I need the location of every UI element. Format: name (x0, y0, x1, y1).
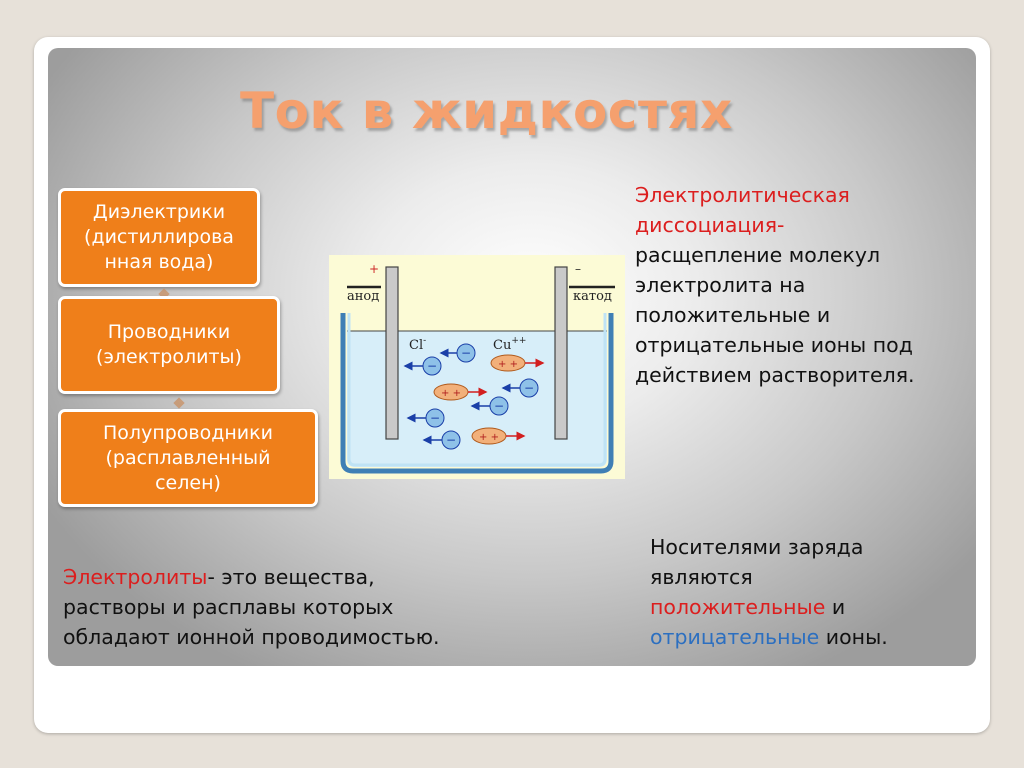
definition-line: положительные и (635, 303, 831, 327)
anion-label: Cl- (409, 336, 426, 353)
electrolytes-definition: Электролиты- это вещества, растворы и ра… (63, 562, 583, 652)
anion-2: − (403, 356, 442, 376)
anion-4: − (470, 396, 509, 416)
anode-electrode (385, 266, 399, 440)
carriers-ions: ионы. (819, 625, 888, 649)
svg-text:−: − (446, 433, 456, 447)
anion-5: − (406, 408, 445, 428)
electrolytes-term: Электролиты (63, 565, 208, 589)
anion-6: − (422, 430, 461, 450)
box-line: селен) (155, 471, 221, 494)
definition-line: электролита на (635, 273, 806, 297)
carriers-line: Носителями заряда (650, 535, 864, 559)
vessel (340, 313, 614, 474)
electrolysis-diagram-svg: + анод – катод Cl- Cu++ − − − (340, 262, 615, 474)
electrolysis-diagram: + анод – катод Cl- Cu++ − − − (329, 255, 625, 479)
conductors-box: Проводники (электролиты) (58, 296, 280, 394)
box-line: Проводники (107, 321, 231, 343)
dissociation-term-line: Электролитическая (635, 183, 850, 207)
svg-text:−: − (430, 411, 440, 425)
box-line: нная вода) (104, 251, 214, 273)
cathode-label: катод (573, 289, 612, 304)
electrolytes-text: обладают ионной проводимостью. (63, 625, 440, 649)
svg-text:−: − (494, 399, 504, 413)
dissociation-definition: Электролитическая диссоциация- расщеплен… (635, 180, 985, 390)
definition-line: действием растворителя. (635, 363, 915, 387)
svg-text:+ +: + + (441, 388, 461, 399)
charge-carriers-text: Носителями заряда являются положительные… (650, 532, 970, 652)
carriers-and: и (825, 595, 846, 619)
cathode-electrode (554, 266, 568, 440)
box-line: Диэлектрики (92, 201, 226, 223)
cation-1: + + (490, 354, 545, 372)
semiconductors-box: Полупроводники (расплавленный селен) (58, 409, 318, 507)
slide-title: Ток в жидкостях (240, 82, 733, 140)
box-line: (дистиллирова (84, 226, 234, 248)
cation-3: + + (471, 427, 526, 445)
anion-1: − (439, 343, 476, 363)
definition-line: отрицательные ионы под (635, 333, 913, 357)
electrolytes-text: растворы и расплавы которых (63, 595, 394, 619)
positive-term: положительные (650, 595, 826, 619)
box-line: (электролиты) (96, 346, 242, 368)
svg-text:−: − (461, 346, 471, 360)
box-line: (расплавленный (105, 446, 271, 469)
cation-2: + + (433, 383, 488, 401)
anion-3: − (501, 378, 539, 398)
svg-text:+ +: + + (498, 359, 518, 370)
anode-sign: + (369, 262, 379, 276)
dielectrics-box: Диэлектрики (дистиллирова нная вода) (58, 188, 260, 287)
svg-text:+ +: + + (479, 432, 499, 443)
electrolytes-text: - это вещества, (207, 565, 375, 589)
svg-text:−: − (524, 381, 534, 395)
carriers-line: являются (650, 565, 753, 589)
negative-term: отрицательные (650, 625, 820, 649)
svg-text:−: − (427, 359, 437, 373)
box-line: Полупроводники (103, 421, 273, 444)
cathode-sign: – (575, 262, 581, 276)
cation-label: Cu++ (493, 336, 526, 353)
anode-label: анод (347, 289, 379, 304)
dissociation-term-line: диссоциация- (635, 213, 785, 237)
definition-line: расщепление молекул (635, 243, 881, 267)
